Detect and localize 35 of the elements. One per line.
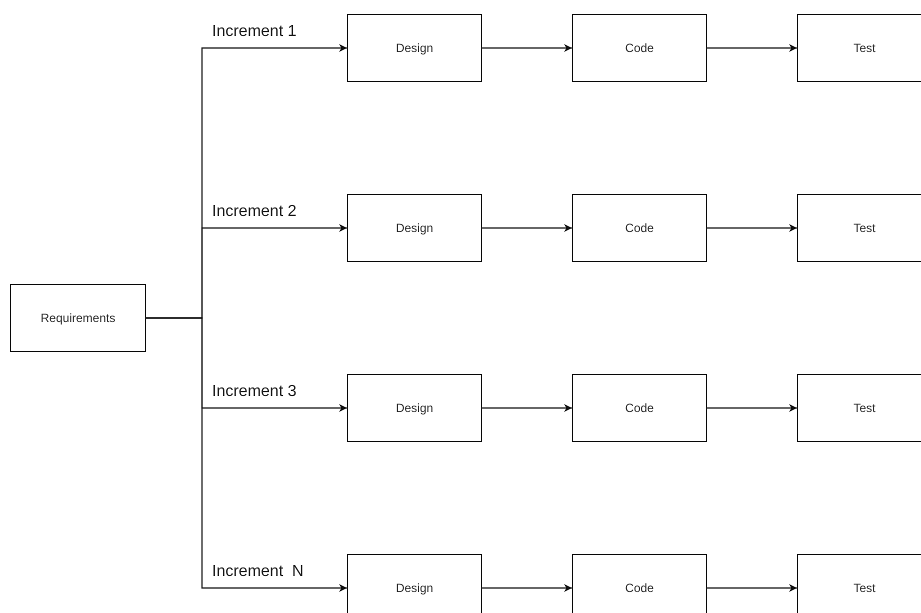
box-label: Code <box>625 221 654 235</box>
arrow <box>482 404 572 412</box>
arrow <box>482 224 572 232</box>
process-box <box>572 554 707 613</box>
arrow <box>707 44 797 52</box>
process-box <box>572 14 707 82</box>
arrow <box>146 317 347 592</box>
process-box <box>347 194 482 262</box>
process-box <box>797 374 921 442</box>
process-box <box>10 284 146 352</box>
arrow <box>482 584 572 592</box>
box-label: Test <box>853 41 876 55</box>
box-label: Design <box>396 221 434 235</box>
process-box <box>347 554 482 613</box>
arrow <box>707 224 797 232</box>
process-box <box>572 194 707 262</box>
process-box <box>797 554 921 613</box>
box-label: Code <box>625 41 654 55</box>
box-label: Requirements <box>40 311 116 325</box>
box-label: Code <box>625 401 654 415</box>
box-label: Test <box>853 581 876 595</box>
box-label: Test <box>853 401 876 415</box>
arrow <box>482 44 572 52</box>
box-label: Test <box>853 221 876 235</box>
box-label: Design <box>396 401 434 415</box>
arrow <box>707 584 797 592</box>
process-box <box>572 374 707 442</box>
process-box <box>797 14 921 82</box>
box-label: Code <box>625 581 654 595</box>
process-box <box>347 14 482 82</box>
arrow <box>707 404 797 412</box>
box-label: Design <box>396 41 434 55</box>
process-box <box>347 374 482 442</box>
box-label: Design <box>396 581 434 595</box>
process-box <box>797 194 921 262</box>
